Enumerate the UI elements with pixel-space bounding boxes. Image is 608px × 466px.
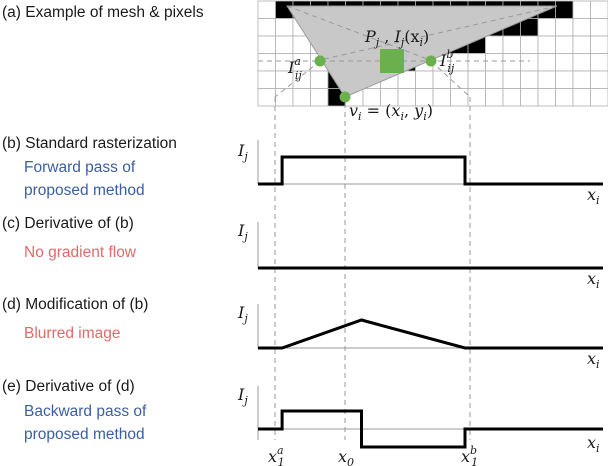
empty-pixel xyxy=(415,70,434,89)
panel-d-signal-line xyxy=(258,318,603,350)
empty-pixel xyxy=(310,70,329,89)
rasterized-pixel xyxy=(520,18,539,37)
empty-pixel xyxy=(467,88,486,107)
panel-e-x-label: xi xyxy=(587,433,600,455)
empty-pixel xyxy=(572,35,591,54)
empty-pixel xyxy=(450,88,469,107)
panel-b-signal-line xyxy=(258,155,603,186)
panel-e-subtitle-line2: proposed method xyxy=(24,426,145,443)
empty-pixel xyxy=(590,35,608,54)
empty-pixel xyxy=(257,35,276,54)
empty-pixel xyxy=(520,53,539,72)
selected-pixel-square xyxy=(380,49,404,73)
empty-pixel xyxy=(537,88,556,107)
empty-pixel xyxy=(555,35,574,54)
panel-d-x-label: xi xyxy=(587,349,600,371)
triangle-edge-dashed-2 xyxy=(319,5,558,61)
empty-pixel xyxy=(555,53,574,72)
panel-b: (b) Standard rasterization Forward pass … xyxy=(2,135,603,207)
mesh-triangle xyxy=(286,5,558,98)
vertex-label: vi = (xi, yi) xyxy=(349,101,433,123)
empty-pixel xyxy=(520,88,539,107)
panel-a-caption: (a) Example of mesh & pixels xyxy=(2,4,204,21)
empty-pixel xyxy=(502,35,521,54)
panel-d-y-label: Ij xyxy=(237,303,248,325)
empty-pixel xyxy=(502,70,521,89)
empty-pixel xyxy=(467,53,486,72)
empty-pixel xyxy=(537,18,556,37)
empty-pixel xyxy=(502,88,521,107)
panel-c-x-label: xi xyxy=(587,269,600,291)
empty-pixel xyxy=(590,88,608,107)
empty-pixel xyxy=(590,53,608,72)
vertex-point xyxy=(339,91,351,103)
tick-label-x0: x0 xyxy=(338,447,354,466)
empty-pixel xyxy=(572,53,591,72)
empty-pixel xyxy=(555,88,574,107)
empty-pixel xyxy=(520,35,539,54)
empty-pixel xyxy=(572,70,591,89)
empty-pixel xyxy=(572,18,591,37)
rasterized-pixel xyxy=(555,0,574,19)
empty-pixel xyxy=(467,70,486,89)
panel-e-subtitle-line1: Backward pass of xyxy=(24,403,147,420)
panel-c-subtitle-line1: No gradient flow xyxy=(24,244,137,261)
panel-e-caption: (e) Derivative of (d) xyxy=(2,378,135,395)
panel-b-subtitle-line2: proposed method xyxy=(24,182,145,199)
empty-pixel xyxy=(485,53,504,72)
panel-e-y-label: Ij xyxy=(237,385,248,407)
empty-pixel xyxy=(590,0,608,19)
empty-pixel xyxy=(572,0,591,19)
empty-pixel xyxy=(275,88,294,107)
empty-pixel xyxy=(292,88,311,107)
panel-e: (e) Derivative of (d) Backward pass of p… xyxy=(2,378,603,455)
empty-pixel xyxy=(555,70,574,89)
empty-pixel xyxy=(502,53,521,72)
panel-d-subtitle-line1: Blurred image xyxy=(24,325,121,342)
empty-pixel xyxy=(257,88,276,107)
empty-pixel xyxy=(590,18,608,37)
empty-pixel xyxy=(572,88,591,107)
empty-pixel xyxy=(275,18,294,37)
intersection-point-a xyxy=(314,55,326,67)
intersection-point-b xyxy=(425,55,437,67)
empty-pixel xyxy=(537,70,556,89)
triangle-edge-dashed-1 xyxy=(286,5,431,61)
empty-pixel xyxy=(555,18,574,37)
empty-pixel xyxy=(537,35,556,54)
empty-pixel xyxy=(275,35,294,54)
panel-d: (d) Modification of (b) Blurred image Ij… xyxy=(2,296,603,371)
empty-pixel xyxy=(485,88,504,107)
empty-pixel xyxy=(310,88,329,107)
empty-pixel xyxy=(520,70,539,89)
empty-pixel xyxy=(257,18,276,37)
panel-b-x-label: xi xyxy=(587,185,600,207)
panel-b-y-label: Ij xyxy=(237,141,248,163)
empty-pixel xyxy=(257,53,276,72)
projection-line-left xyxy=(274,60,321,98)
pixel-intensity-label: Pj , Ij(xi) xyxy=(364,27,429,49)
empty-pixel xyxy=(537,53,556,72)
panel-c-y-label: Ij xyxy=(237,221,248,243)
empty-pixel xyxy=(432,88,451,107)
panel-e-signal-line xyxy=(258,409,603,449)
empty-pixel xyxy=(485,35,504,54)
panel-d-caption: (d) Modification of (b) xyxy=(2,296,148,313)
empty-pixel xyxy=(485,70,504,89)
panel-c-caption: (c) Derivative of (b) xyxy=(2,215,134,232)
panel-b-caption: (b) Standard rasterization xyxy=(2,135,177,152)
empty-pixel xyxy=(257,70,276,89)
panel-b-subtitle-line1: Forward pass of xyxy=(24,159,136,176)
panel-c: (c) Derivative of (b) No gradient flow I… xyxy=(2,215,603,291)
empty-pixel xyxy=(257,0,276,19)
empty-pixel xyxy=(590,70,608,89)
